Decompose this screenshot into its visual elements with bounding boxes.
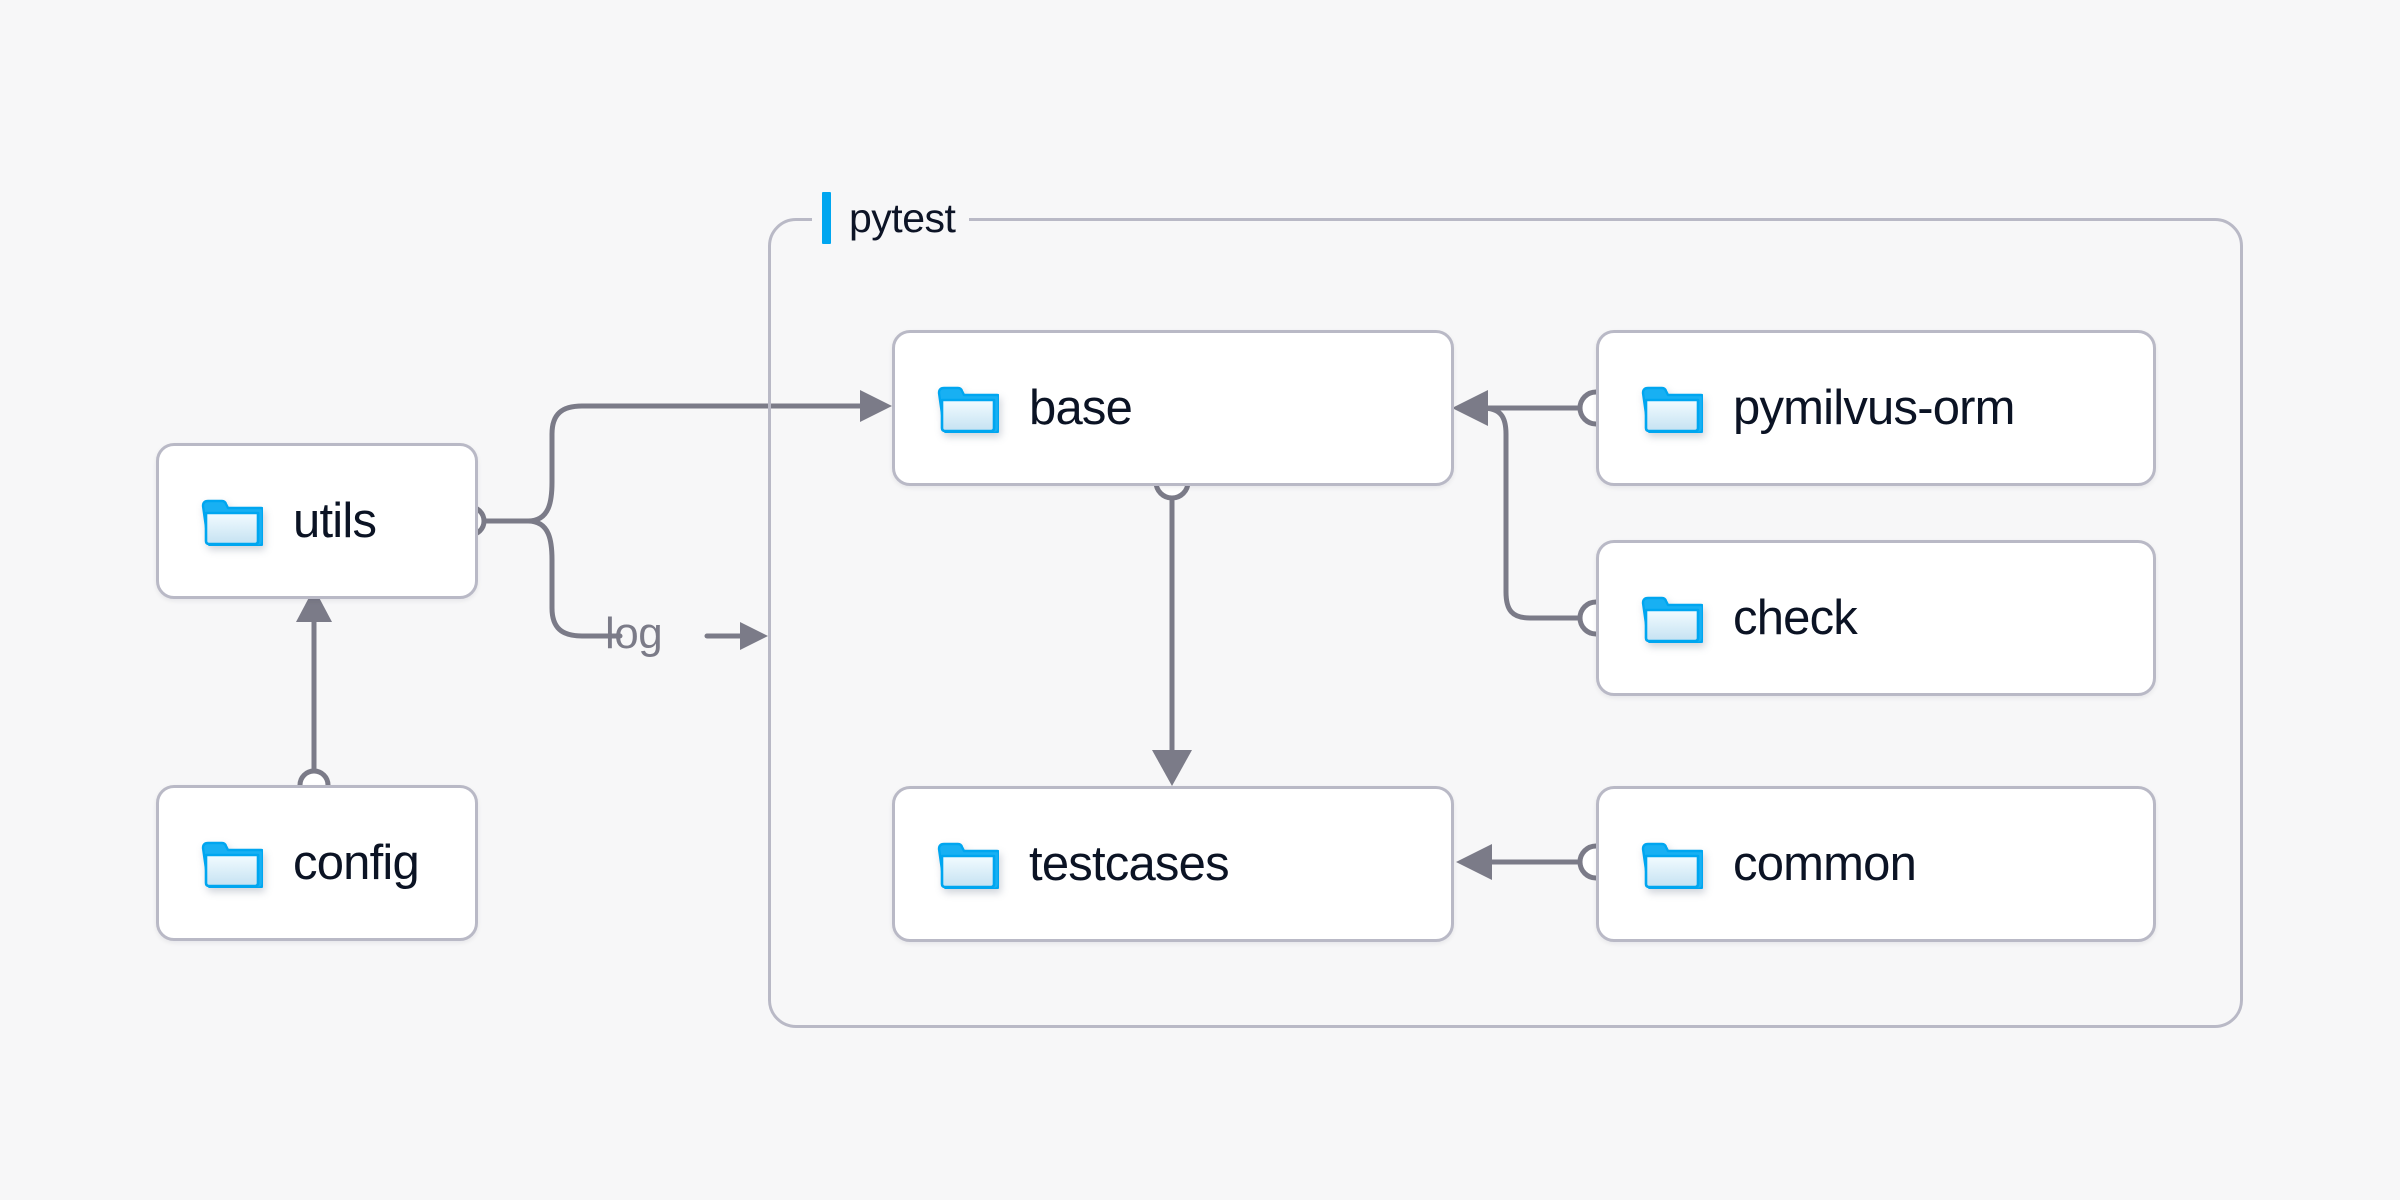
node-label-config: config <box>293 835 420 890</box>
folder-icon <box>201 499 263 546</box>
node-base[interactable]: base <box>892 330 1454 486</box>
folder-icon <box>1641 386 1703 433</box>
folder-icon <box>1641 596 1703 643</box>
node-pymilvus-orm[interactable]: pymilvus-orm <box>1596 330 2156 486</box>
node-check[interactable]: check <box>1596 540 2156 696</box>
group-label-pytest: pytest <box>812 190 970 246</box>
edge-label-log: log <box>605 609 663 658</box>
node-label-check: check <box>1733 590 1858 645</box>
edge-config-to-utils <box>296 588 332 802</box>
node-common[interactable]: common <box>1596 786 2156 942</box>
node-label-base: base <box>1029 380 1133 435</box>
group-title-text: pytest <box>849 194 956 241</box>
group-accent-bar <box>822 192 831 244</box>
folder-icon <box>937 842 999 889</box>
node-utils[interactable]: utils <box>156 443 478 599</box>
node-label-common: common <box>1733 836 1917 891</box>
group-container-pytest <box>768 218 2243 1028</box>
folder-icon <box>1641 842 1703 889</box>
node-testcases[interactable]: testcases <box>892 786 1454 942</box>
folder-icon <box>937 386 999 433</box>
folder-icon <box>201 841 263 888</box>
node-config[interactable]: config <box>156 785 478 941</box>
node-label-utils: utils <box>293 493 377 548</box>
edge-log-arrow <box>704 622 768 650</box>
node-label-testcases: testcases <box>1029 836 1230 891</box>
node-label-pymilvus-orm: pymilvus-orm <box>1733 380 2016 435</box>
